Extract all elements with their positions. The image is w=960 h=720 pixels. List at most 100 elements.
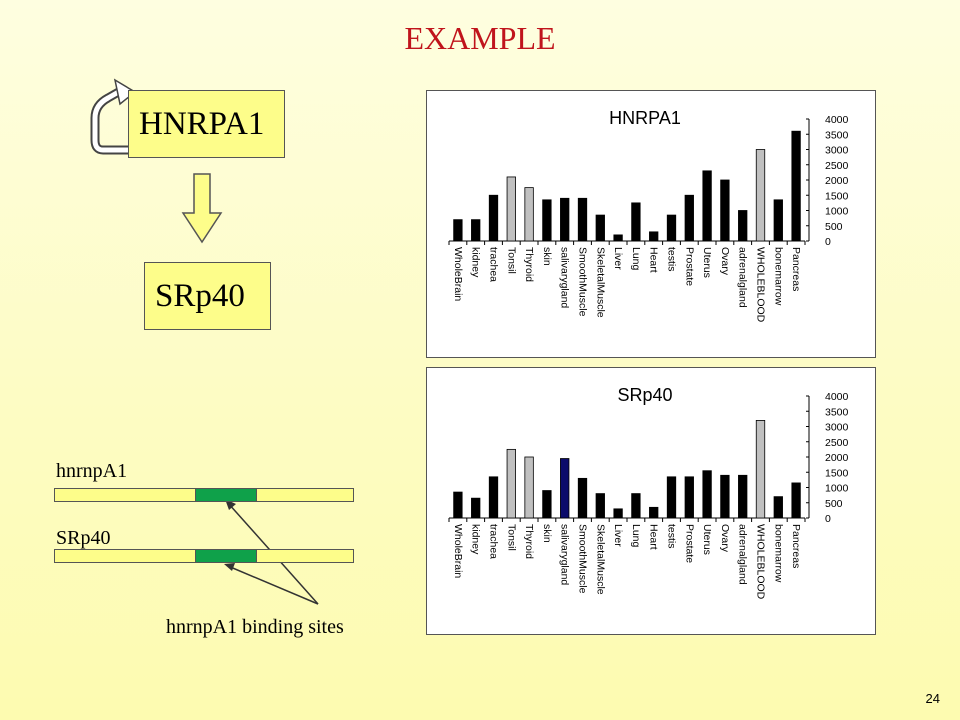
bar-prostate — [684, 194, 694, 242]
bar-skeletalmuscle — [595, 214, 605, 242]
bar-skin — [542, 199, 552, 242]
y-tick-label: 4000 — [825, 391, 849, 403]
y-tick-label: 2000 — [825, 452, 849, 464]
x-tick-label: Tonsil — [505, 524, 517, 551]
x-tick-label: Liver — [612, 524, 624, 547]
hnrpa1-gene-label: HNRPA1 — [139, 105, 265, 142]
y-tick-label: 0 — [825, 236, 831, 248]
bar-heart — [649, 231, 659, 242]
sequence1-bar — [54, 488, 354, 502]
regulation-down-arrow — [181, 173, 223, 244]
bar-wholebrain — [453, 219, 463, 242]
x-tick-label: WholeBrain — [452, 247, 464, 301]
y-tick-label: 3000 — [825, 145, 849, 157]
bar-wholeblood — [755, 149, 766, 242]
x-tick-label: Uterus — [701, 247, 713, 278]
bar-skeletalmuscle — [595, 493, 605, 519]
x-tick-label: trachea — [488, 524, 500, 559]
bar-lung — [631, 493, 641, 519]
bar-smoothmuscle — [577, 477, 588, 519]
y-tick-label: 500 — [825, 221, 843, 233]
y-tick-label: 1000 — [825, 206, 849, 218]
x-tick-label: SkeletalMuscle — [594, 524, 606, 595]
bar-uterus — [702, 470, 712, 519]
y-tick-label: 4000 — [825, 114, 849, 126]
x-tick-label: testis — [666, 524, 678, 549]
bar-kidney — [471, 219, 481, 242]
bar-liver — [613, 234, 623, 242]
x-tick-label: Ovary — [719, 247, 731, 276]
x-tick-label: WholeBrain — [452, 524, 464, 578]
x-tick-label: adrenalgland — [737, 524, 749, 585]
y-tick-label: 500 — [825, 498, 843, 510]
y-tick-label: 2500 — [825, 437, 849, 449]
bar-smoothmuscle — [577, 197, 588, 242]
bar-trachea — [488, 194, 499, 242]
sequence2-binding-site — [195, 549, 257, 563]
y-tick-label: 2500 — [825, 160, 849, 172]
x-tick-label: Ovary — [719, 524, 731, 553]
x-tick-label: Pancreas — [790, 524, 802, 568]
y-tick-label: 1500 — [825, 190, 849, 202]
x-tick-label: Thyroid — [523, 524, 535, 559]
bar-thyroid — [524, 187, 534, 242]
x-tick-label: salivarygland — [559, 524, 571, 585]
x-tick-label: testis — [666, 247, 678, 272]
bar-bonemarrow — [773, 496, 783, 519]
slide-title: EXAMPLE — [404, 20, 556, 56]
y-tick-label: 2000 — [825, 175, 849, 187]
bar-ovary — [720, 179, 730, 242]
x-tick-label: adrenalgland — [737, 247, 749, 308]
x-tick-label: Thyroid — [523, 247, 535, 282]
bar-lung — [631, 202, 641, 242]
bar-kidney — [471, 497, 481, 519]
bar-adrenalgland — [738, 474, 748, 519]
bar-salivarygland — [560, 458, 570, 519]
bar-testis — [666, 476, 677, 519]
y-tick-label: 1500 — [825, 467, 849, 479]
x-tick-label: kidney — [470, 524, 482, 555]
x-tick-label: SmoothMuscle — [577, 247, 589, 317]
x-tick-label: Liver — [612, 247, 624, 270]
bar-tonsil — [506, 448, 516, 519]
bar-wholeblood — [755, 420, 766, 519]
x-tick-label: Lung — [630, 247, 642, 271]
hnrpa1-bar-chart: HNRPA105001000150020002500300035004000Wh… — [448, 108, 849, 323]
bar-bonemarrow — [773, 199, 783, 242]
x-tick-label: WHOLEBLOOD — [755, 247, 767, 323]
y-tick-label: 1000 — [825, 483, 849, 495]
y-tick-label: 3500 — [825, 406, 849, 418]
bar-salivarygland — [560, 197, 570, 242]
chart-title: SRp40 — [617, 385, 672, 405]
srp40-gene-label: SRp40 — [155, 277, 245, 314]
x-tick-label: WHOLEBLOOD — [755, 524, 767, 600]
bar-pancreas — [791, 482, 801, 519]
x-tick-label: salivarygland — [559, 247, 571, 308]
sequence2-label: SRp40 — [56, 527, 111, 549]
pointer-line-2 — [227, 565, 319, 605]
bar-skin — [542, 490, 552, 519]
hnrpa1-gene-box: HNRPA1 — [128, 90, 285, 158]
x-tick-label: SmoothMuscle — [577, 524, 589, 594]
y-tick-label: 3000 — [825, 422, 849, 434]
x-tick-label: trachea — [488, 247, 500, 282]
x-tick-label: Prostate — [683, 247, 695, 286]
x-tick-label: Lung — [630, 524, 642, 548]
page-number: 24 — [925, 691, 940, 706]
x-tick-label: Heart — [648, 247, 660, 273]
bar-testis — [666, 214, 677, 242]
bar-wholebrain — [453, 491, 463, 519]
chart-title: HNRPA1 — [609, 108, 681, 128]
bar-adrenalgland — [738, 210, 748, 242]
bar-thyroid — [524, 456, 534, 519]
bar-pancreas — [791, 130, 801, 242]
bar-trachea — [488, 476, 499, 519]
x-tick-label: bonemarrow — [772, 524, 784, 583]
srp40-bar-chart: SRp4005001000150020002500300035004000Who… — [448, 385, 849, 600]
x-tick-label: SkeletalMuscle — [594, 247, 606, 318]
sequence1-label: hnrnpA1 — [56, 460, 128, 482]
bar-uterus — [702, 170, 712, 242]
